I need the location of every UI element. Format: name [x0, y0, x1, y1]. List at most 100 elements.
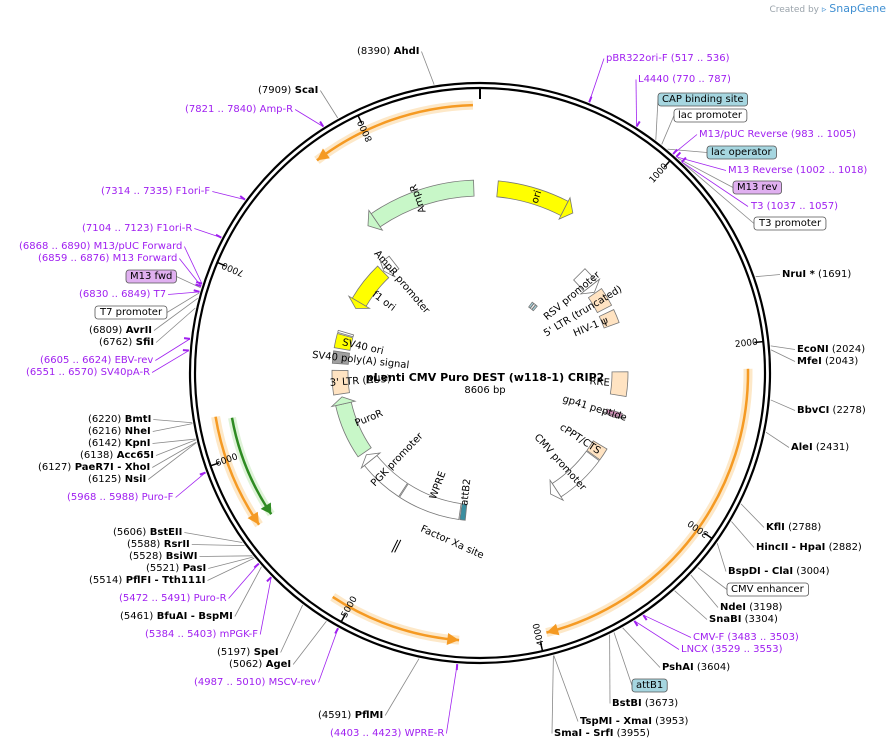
label-text: (6809) AvrII [89, 325, 152, 336]
label-part: mPGK-F [216, 629, 258, 640]
tick-label: 1000 [648, 162, 671, 186]
leader-line [635, 79, 637, 127]
site-label-nsii: (6125) NsiI [88, 474, 146, 485]
tick-mark [539, 642, 544, 652]
label-text: CAP binding site [662, 94, 744, 105]
label-part: (2882) [825, 542, 862, 553]
label-part: SV40pA-R [97, 367, 150, 378]
label-part: BsiWI [162, 551, 197, 562]
label-part: (5968 .. 5988) [67, 492, 139, 503]
site-label-cmv-f: CMV-F (3483 .. 3503) [693, 632, 799, 643]
label-text: (4987 .. 5010) MSCV-rev [194, 677, 316, 688]
label-text: MfeI (2043) [797, 356, 858, 367]
arc-puror-arrowhead [247, 511, 260, 525]
label-box [94, 305, 168, 320]
label-part: (8390) [357, 46, 390, 57]
label-part: lac promoter [678, 110, 743, 121]
site-label-sfii: (6762) SfiI [99, 337, 154, 348]
site-label-scai: (7909) ScaI [258, 85, 318, 96]
primer-mark [183, 337, 191, 340]
tick-mark [217, 261, 226, 267]
leader-line [716, 543, 727, 572]
feature-sv40-ori [333, 332, 354, 351]
label-part: (3304) [741, 614, 778, 625]
label-part: KflI [766, 522, 785, 533]
label-part: PasI [179, 563, 206, 574]
site-label-tspmi-xmai: TspMI - XmaI (3953) [580, 716, 689, 727]
label-text: (6830 .. 6849) T7 [79, 289, 166, 300]
leader-line [681, 161, 755, 224]
label-text: T7 promoter [99, 307, 163, 318]
leader-line [184, 532, 243, 543]
feature-puror-arrowhead [330, 396, 357, 408]
site-label-pflfi-tth111i: (5514) PflFI - Tth111I [89, 575, 205, 586]
label-part: - HpaI [788, 542, 825, 553]
label-text: (6605 .. 6624) EBV-rev [40, 355, 153, 366]
feature-label-gp41-peptide: gp41 peptide [561, 394, 628, 424]
feature-ampr-promoter-arrowhead [379, 258, 396, 278]
label-part: - ClaI [761, 566, 793, 577]
label-part: (6127) [38, 462, 71, 473]
primer-mark [195, 280, 203, 285]
label-part: Puro-R [190, 593, 226, 604]
label-part: AleI [791, 442, 813, 453]
label-part: ScaI [291, 85, 318, 96]
feature-rre [609, 371, 629, 397]
label-part: T7 [150, 289, 166, 300]
label-part: (3529 .. 3553) [708, 644, 783, 655]
leader-line [153, 419, 193, 424]
feature-label-sv40-poly-a-signal: SV40 poly(A) signal [312, 350, 410, 371]
site-label-m13-puc-reverse: M13/pUC Reverse (983 .. 1005) [699, 129, 856, 140]
label-box [732, 180, 782, 195]
arc-lentiviral-arrowhead [546, 623, 560, 636]
label-part: (3673) [642, 698, 679, 709]
label-part: (1691) [815, 269, 852, 280]
label-part: MfeI [797, 356, 822, 367]
leader-line [740, 503, 765, 528]
credit-brand: SnapGene [829, 2, 886, 15]
label-text: (5521) PasI [146, 563, 206, 574]
label-part: (7821 .. 7840) [185, 104, 257, 115]
label-part: (7104 .. 7123) [82, 223, 154, 234]
backbone-outer-ring [188, 81, 772, 665]
plasmid-size: 8606 bp [464, 385, 505, 396]
site-label-hincii-hpai: HincII - HpaI (2882) [756, 542, 862, 553]
label-part: NdeI [720, 602, 746, 613]
label-part: SnaBI [709, 614, 741, 625]
label-part: SmaI [554, 728, 582, 739]
feature-hiv-1-psi [598, 309, 620, 329]
leader-line [152, 441, 197, 468]
label-text: (6868 .. 6890) M13/pUC Forward [19, 241, 182, 252]
leader-line [697, 567, 728, 590]
site-label-bsiwi: (5528) BsiWI [129, 551, 198, 562]
label-part: (6216) [88, 426, 121, 437]
site-label-ahdi: (8390) AhdI [357, 46, 419, 57]
factor-xa-label: Factor Xa site [419, 524, 486, 562]
leader-line [208, 556, 254, 569]
label-box [631, 678, 668, 693]
label-part: (3955) [613, 728, 650, 739]
site-labels: (8390) AhdI(7909) ScaI(7821 .. 7840) Amp… [19, 46, 867, 739]
credit-prefix: Created by [769, 5, 819, 15]
label-text: HincII - HpaI (2882) [756, 542, 862, 553]
snapgene-logo-icon: ▹ [821, 5, 827, 15]
site-label-pbr322ori-f: pBR322ori-F (517 .. 536) [606, 53, 730, 64]
label-text: (4403 .. 4423) WPRE-R [330, 728, 444, 739]
feature-cmv-promoter-arrowhead [549, 478, 565, 502]
site-label-m13-puc-fwd: (6868 .. 6890) M13/pUC Forward [19, 241, 182, 252]
site-label-m13-reverse: M13 Reverse (1002 .. 1018) [728, 165, 867, 176]
leader-line [613, 632, 633, 686]
feature-5-ltr-truncated [587, 288, 613, 314]
site-label-rsrii: (5588) RsrII [127, 539, 190, 550]
label-text: (5461) BfuAI - BspMI [120, 611, 233, 622]
label-part: attB1 [636, 680, 663, 691]
label-part: (5521) [146, 563, 179, 574]
leader-line [320, 90, 339, 119]
arc-wpre-arrowhead [446, 633, 460, 645]
label-part: CMV-F [693, 632, 724, 643]
label-part: (2043) [822, 356, 859, 367]
primer-mark [635, 120, 641, 128]
label-part: T3 promoter [758, 218, 822, 229]
leader-line [168, 291, 200, 295]
leader-line [667, 148, 708, 153]
